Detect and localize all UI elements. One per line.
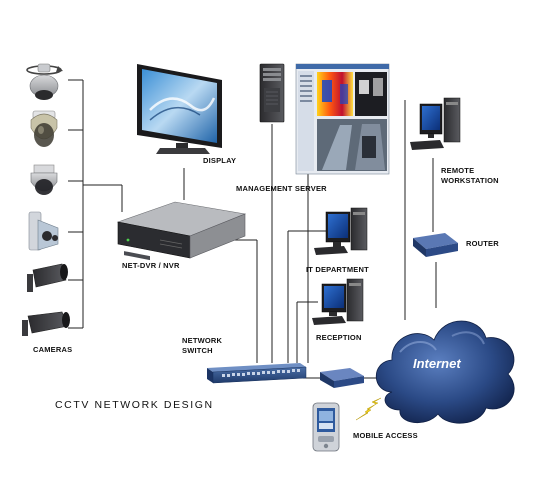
router-label: ROUTER <box>466 239 499 248</box>
dome-camera-icon <box>30 110 58 147</box>
surveillance-software-screen <box>295 63 390 175</box>
pda-icon <box>312 402 340 452</box>
lightning-icon <box>355 397 382 421</box>
tower-server-icon <box>259 63 285 123</box>
connection-lines <box>68 79 437 379</box>
ptz-camera-icon <box>26 63 63 100</box>
box-camera-icon <box>28 211 59 251</box>
internet-label: Internet <box>413 356 461 371</box>
monitor-icon <box>137 64 222 154</box>
desktop-computer-icon <box>314 207 368 255</box>
cameras-label: CAMERAS <box>33 345 72 354</box>
rack-recorder-icon <box>116 201 247 261</box>
network-switch-label-line2: SWITCH <box>182 346 213 355</box>
network-switch-icon <box>207 363 307 384</box>
it-department-label: IT DEPARTMENT <box>306 265 369 274</box>
net-dvr-label: NET-DVR / NVR <box>122 261 180 270</box>
reception-label: RECEPTION <box>316 333 362 342</box>
management-server-label: MANAGEMENT SERVER <box>236 184 327 193</box>
remote-workstation-label-line2: WORKSTATION <box>441 176 499 185</box>
display-label: DISPLAY <box>203 156 236 165</box>
desktop-computer-icon <box>312 278 364 325</box>
cloud-icon <box>375 320 515 424</box>
router-icon <box>320 368 364 388</box>
router-icon <box>413 233 458 257</box>
bullet-camera-icon <box>27 263 68 292</box>
desktop-computer-icon <box>410 97 461 150</box>
diagram-title: CCTV NETWORK DESIGN <box>55 399 214 411</box>
network-switch-label-line1: NETWORK <box>182 336 223 345</box>
bullet-camera-icon <box>22 311 70 336</box>
remote-workstation-label-line1: REMOTE <box>441 166 474 175</box>
speed-dome-camera-icon <box>30 164 58 195</box>
mobile-access-label: MOBILE ACCESS <box>353 431 418 440</box>
